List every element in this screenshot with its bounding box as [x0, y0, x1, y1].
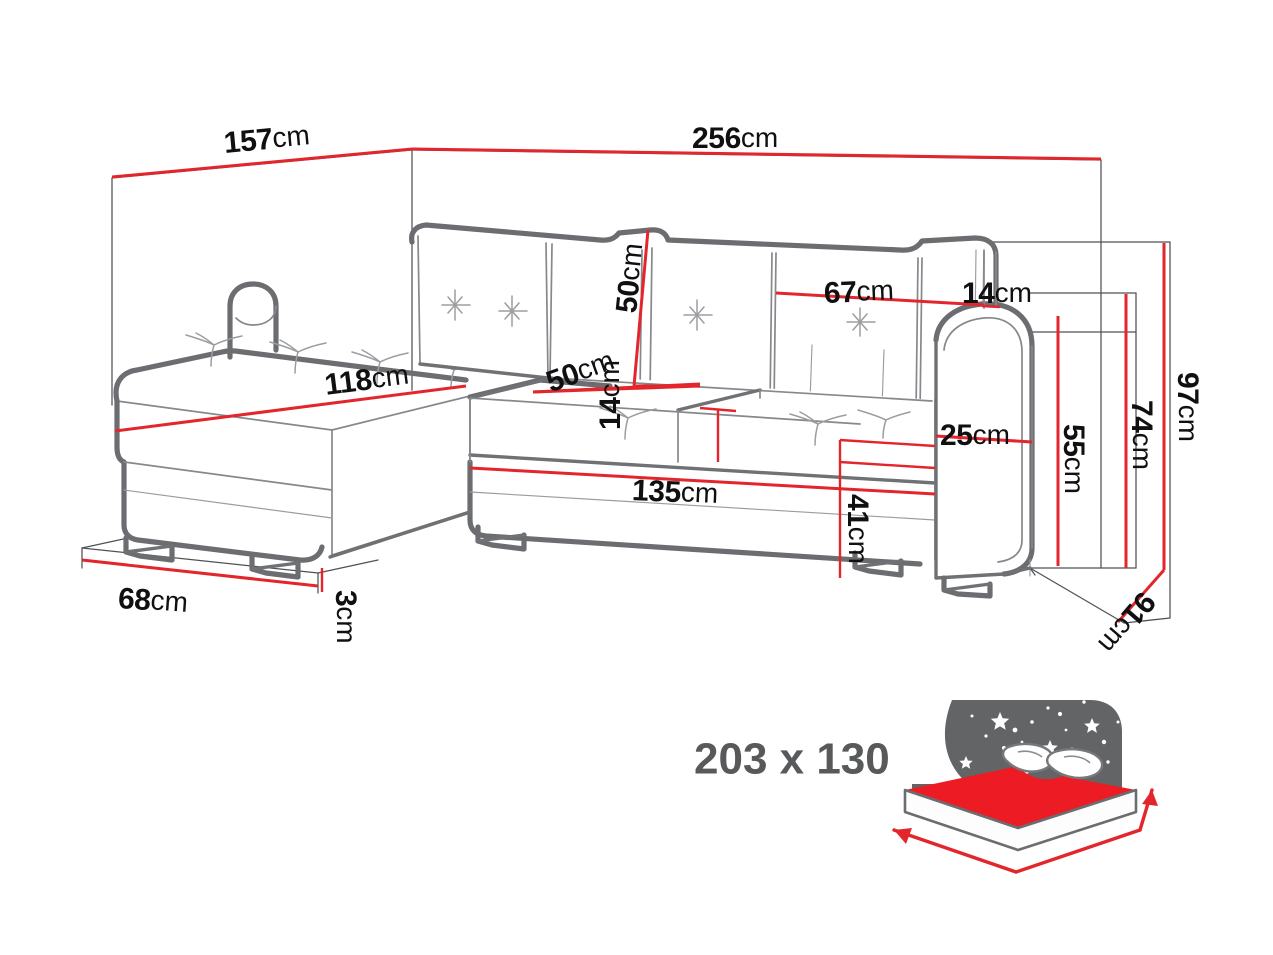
bed-mattress-top — [905, 766, 1136, 828]
label-91: 91cm — [1091, 585, 1162, 659]
label-135: 135cm — [631, 474, 719, 511]
label-157: 157cm — [222, 119, 311, 160]
label-41: 41cm — [841, 494, 874, 564]
dimline-14-arm — [981, 304, 1001, 309]
dimline-157 — [111, 147, 413, 179]
dimension-lines — [81, 147, 1166, 623]
label-256: 256cm — [692, 122, 778, 155]
bed-pillow-right — [1046, 748, 1104, 780]
label-14-cushion: 14cm — [594, 360, 627, 430]
dimline-256 — [411, 147, 1102, 161]
dimline-135 — [469, 466, 936, 496]
chaise-section — [113, 281, 475, 580]
label-118: 118cm — [323, 358, 411, 401]
label-68: 68cm — [117, 582, 189, 620]
label-67: 67cm — [823, 274, 894, 310]
dimline-67 — [775, 291, 985, 307]
label-25: 25cm — [940, 419, 1010, 452]
label-97: 97cm — [1171, 372, 1204, 442]
dimension-labels: 157cm 256cm 118cm 50cm 50cm 14cm 135cm 6… — [117, 119, 1204, 660]
sleeping-area-label: 203 x 130 — [694, 735, 890, 784]
dimline-68 — [81, 558, 319, 588]
sleeping-area-icon: 203 x 130 — [694, 700, 1158, 874]
right-armrest — [933, 249, 1035, 599]
label-3: 3cm — [329, 590, 362, 644]
dimline-91 — [1116, 569, 1166, 623]
label-74: 74cm — [1125, 400, 1158, 470]
label-50-backrest: 50cm — [610, 242, 650, 315]
dimline-50-back — [632, 229, 650, 387]
dimline-118 — [114, 384, 467, 433]
bed-pillow-left — [1001, 742, 1054, 773]
label-55: 55cm — [1057, 424, 1090, 494]
dimline-25 — [935, 434, 1033, 444]
bed-dimension-arrows — [892, 788, 1158, 874]
label-14-armrest: 14cm — [962, 277, 1032, 310]
dimline-50-depth-b — [532, 382, 701, 394]
